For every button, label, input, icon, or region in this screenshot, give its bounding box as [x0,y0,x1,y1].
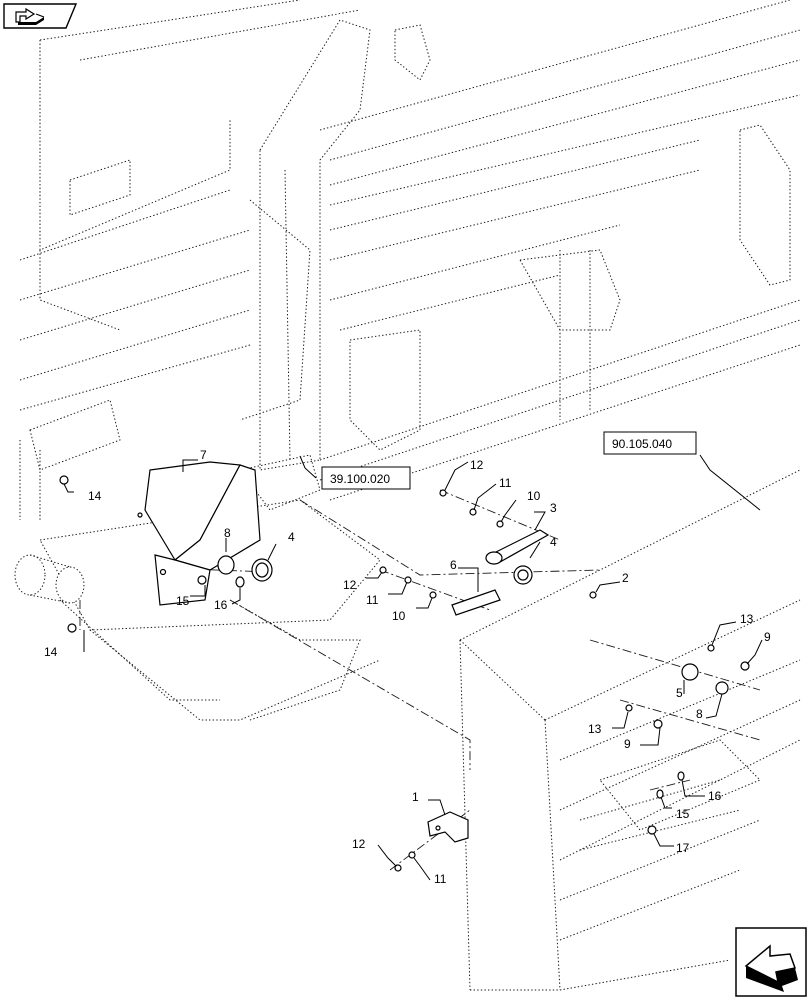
callout-12: 12 [470,458,484,472]
reference-box-90-105-040[interactable]: 90.105.040 [603,431,697,455]
callout-numbers: 7 8 4 15 16 14 14 12 11 10 3 4 6 2 12 11… [44,448,771,886]
next-page-arrow-icon[interactable] [735,927,807,997]
part-3-lever [485,529,550,565]
callout-8: 8 [696,707,703,721]
part-8-ring [217,555,235,575]
reference-box-39-100-020[interactable]: 39.100.020 [321,466,411,490]
part-15-16-hardware-left [197,575,245,588]
callout-6: 6 [450,558,457,572]
reference-label: 90.105.040 [612,437,672,451]
callout-10: 10 [392,609,406,623]
callout-14: 14 [88,489,102,503]
callout-15: 15 [676,807,690,821]
callout-5: 5 [676,686,683,700]
right-hardware-stack [379,489,750,835]
callout-11: 11 [434,872,447,886]
callout-3: 3 [550,501,557,515]
assembly-centrelines [79,489,761,871]
callout-10: 10 [527,489,541,503]
callout-13: 13 [588,722,602,736]
callout-15: 15 [176,594,190,608]
callout-11: 11 [499,476,512,490]
callout-16: 16 [214,598,228,612]
callout-14: 14 [44,645,58,659]
callout-9: 9 [764,630,771,644]
part-6-plate [451,589,501,616]
part-7-shield [137,461,261,606]
callout-9: 9 [624,737,631,751]
callout-11: 11 [366,593,379,607]
callout-13: 13 [740,612,754,626]
callout-12: 12 [352,837,366,851]
callout-leaders [63,454,763,881]
callout-12: 12 [343,578,357,592]
callout-2: 2 [622,571,629,585]
part-4-bushing-right [513,565,533,585]
callout-8: 8 [224,526,231,540]
callout-16: 16 [708,789,722,803]
callout-7: 7 [200,448,207,462]
part-4-bushing-left [251,558,273,582]
machine-frame-outline [14,0,801,991]
previous-page-arrow-icon[interactable] [3,3,78,29]
reference-label: 39.100.020 [330,472,390,486]
part-14-nut [59,475,77,633]
callout-1: 1 [412,790,419,804]
part-1-bracket [394,811,469,872]
callout-4: 4 [550,535,557,549]
callout-17: 17 [676,841,690,855]
callout-4: 4 [288,530,295,544]
